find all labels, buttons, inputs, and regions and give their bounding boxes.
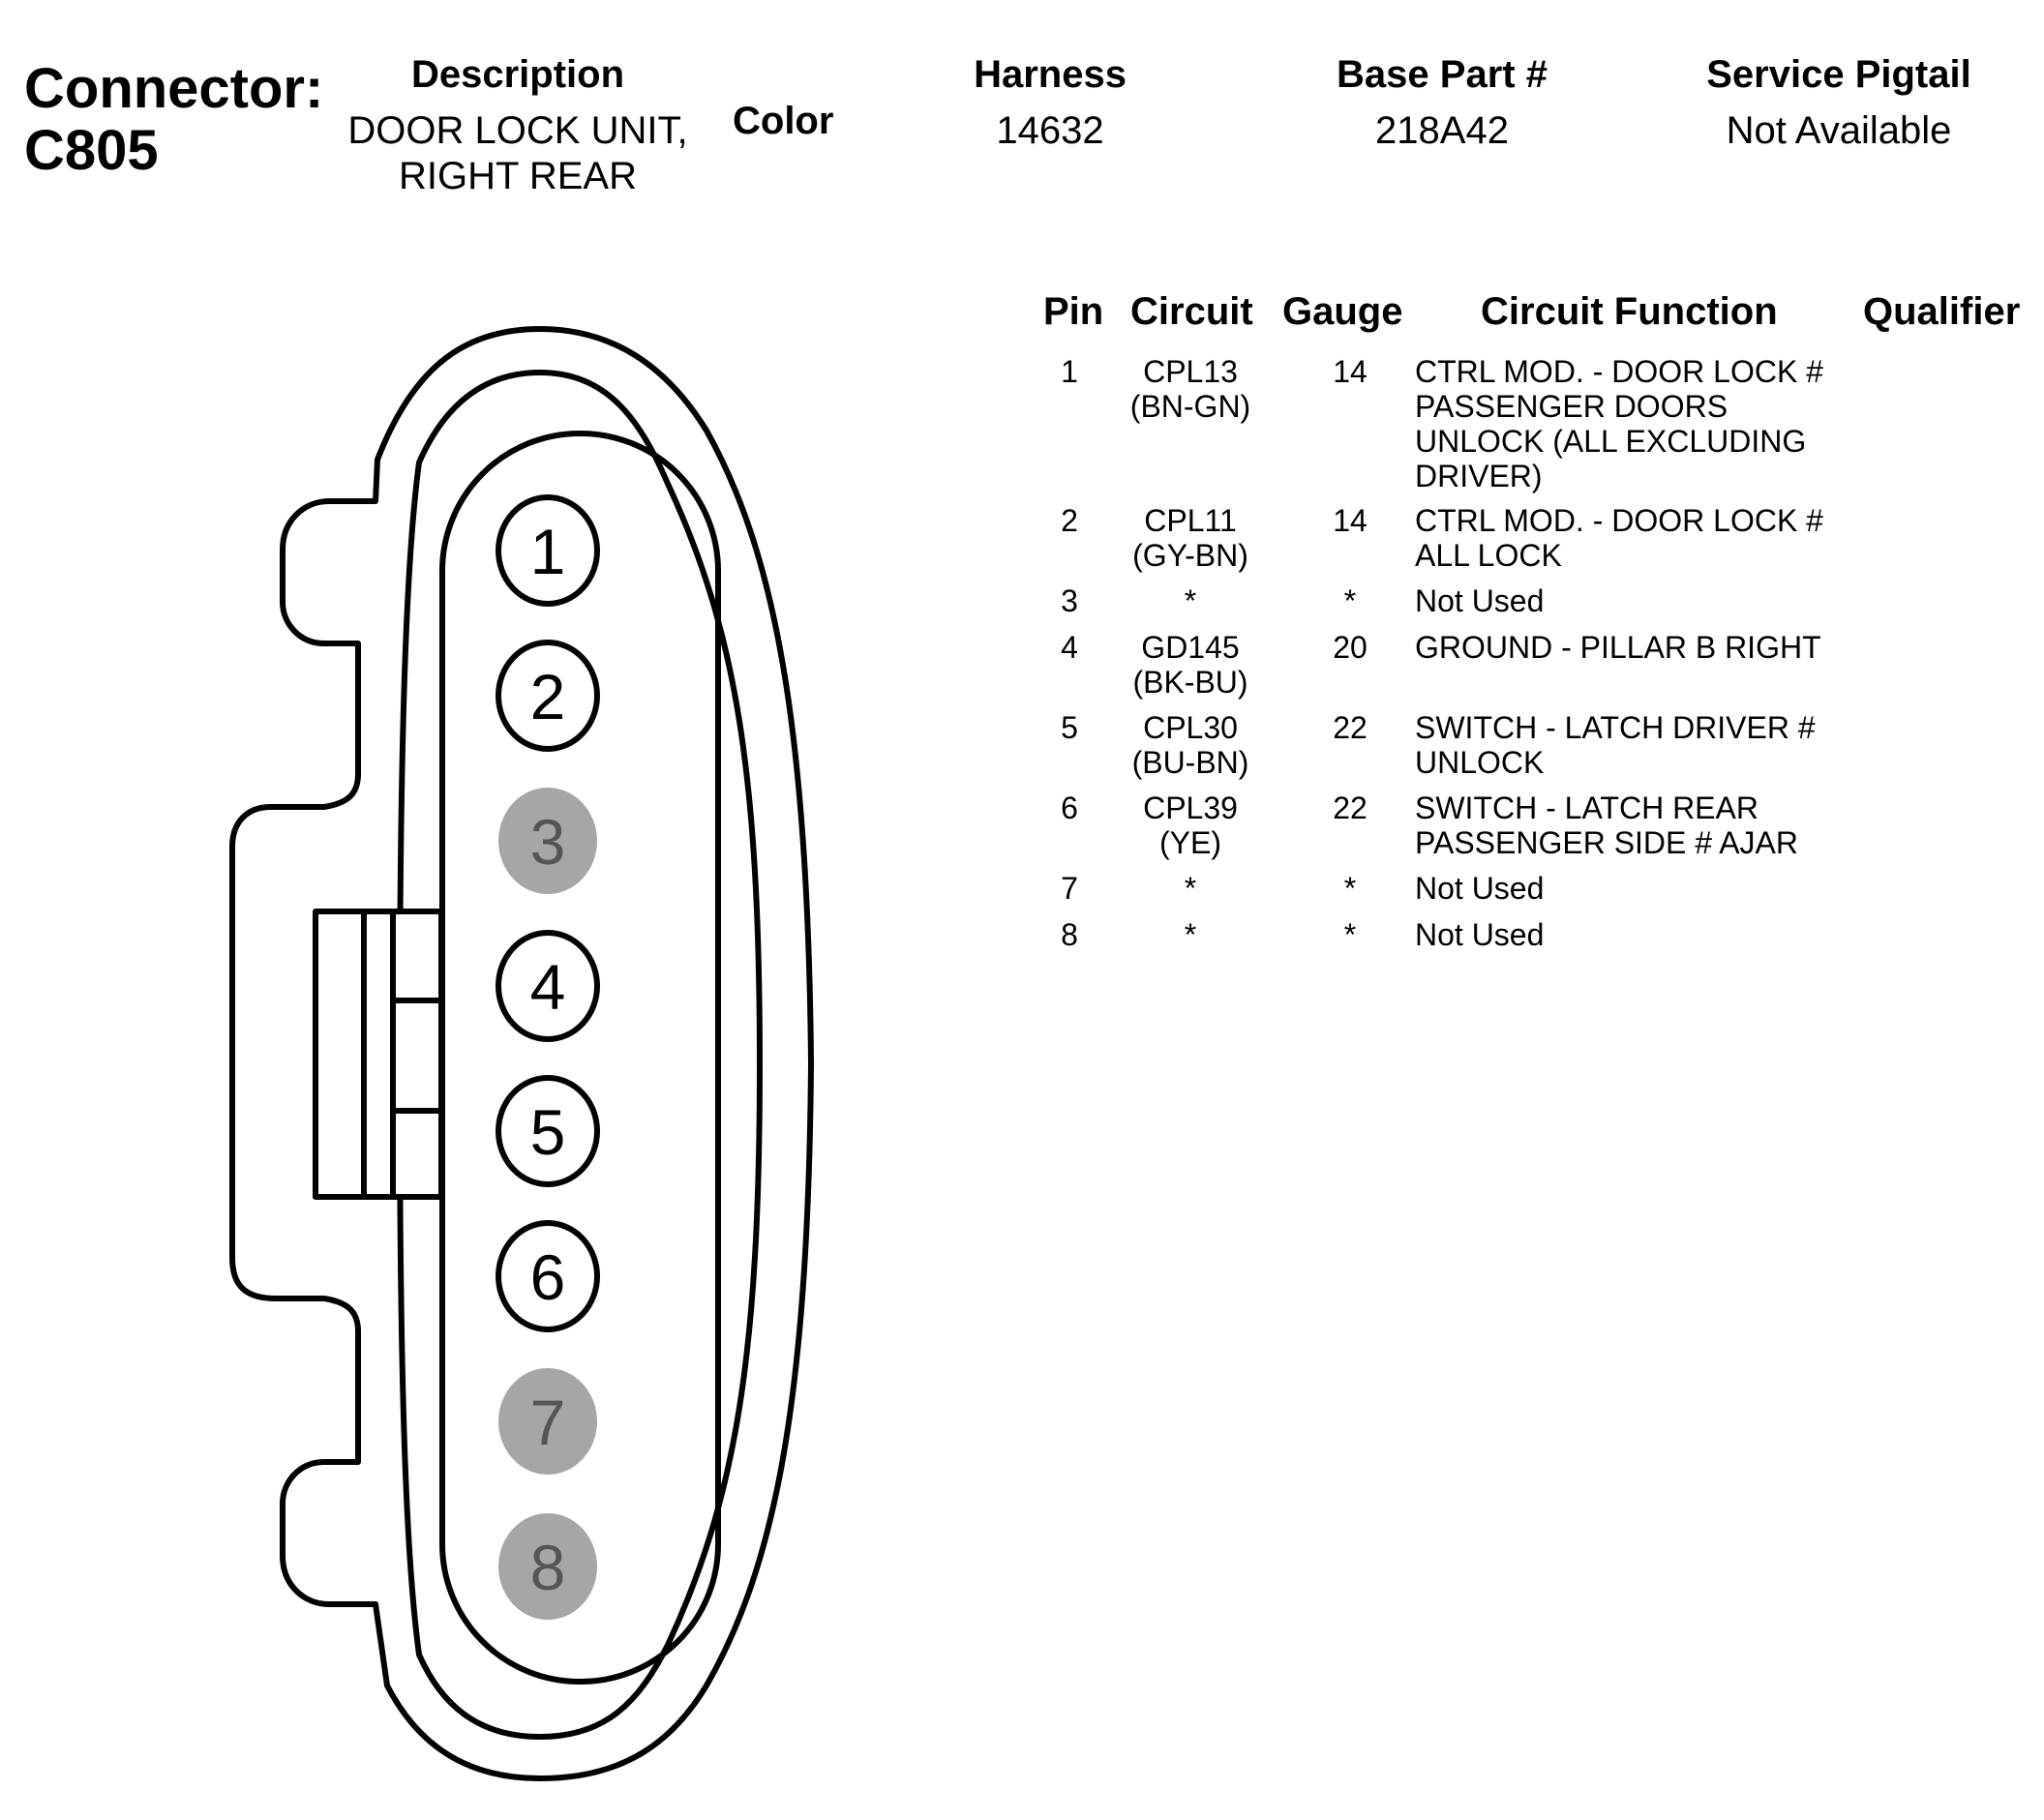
circuit-cell: CPL39 (YE) [1143,791,1238,860]
pin-2: 2 [496,640,600,752]
circuit-cell: * [1184,871,1197,906]
gauge-cell: 20 [1333,630,1368,665]
pin-circle [496,930,600,1042]
unused-pin-circle [498,1513,597,1620]
pin-circle [496,1220,600,1332]
pin-number-label: 4 [530,951,566,1023]
function-cell: SWITCH - LATCH DRIVER # UNLOCK [1415,710,1816,780]
pin-1: 1 [496,494,600,607]
connector-inner-contour [397,370,763,1740]
color-label: Color [733,100,834,142]
pin-number-label: 6 [530,1241,566,1313]
connector-label: Connector: [24,57,324,120]
gauge-cell: 22 [1333,710,1368,745]
pin-5: 5 [496,1075,600,1187]
connector-face-diagram: 1 2 3 4 5 6 7 8 [229,326,814,1781]
pin-cell: 2 [1061,503,1078,538]
function-cell: CTRL MOD. - DOOR LOCK # ALL LOCK [1415,503,1823,573]
function-cell: Not Used [1415,583,1545,618]
description-label: Description [410,53,625,96]
pin-cell: 1 [1061,354,1078,389]
pin-circle [496,494,600,607]
pin-3: 3 [498,788,597,894]
column-header-qualifier: Qualifier [1863,290,2021,333]
service-pigtail-label: Service Pigtail [1706,53,1971,96]
harness-value: 14632 [996,109,1104,152]
circuit-cell: * [1184,917,1197,952]
circuit-cell: CPL11 (GY-BN) [1132,503,1248,573]
circuit-cell: CPL30 (BU-BN) [1131,710,1249,780]
function-cell: SWITCH - LATCH REAR PASSENGER SIDE # AJA… [1415,791,1798,860]
gauge-cell: * [1343,917,1357,952]
gauge-cell: * [1343,871,1357,906]
pin-cell: 6 [1061,791,1078,825]
pin-circle [496,1075,600,1187]
gauge-cell: 14 [1333,503,1368,538]
description-value-line1: DOOR LOCK UNIT, [347,109,688,152]
pin-cell: 5 [1061,710,1078,745]
circuit-cell: CPL13 (BN-GN) [1129,354,1251,424]
column-header-pin: Pin [1043,290,1104,333]
pin-cell: 8 [1061,917,1078,952]
pin-cell: 7 [1061,871,1078,906]
column-header-gauge: Gauge [1282,290,1403,333]
pin-number-label: 7 [530,1387,566,1458]
pin-circle [496,640,600,752]
function-cell: Not Used [1415,871,1545,906]
pin-4: 4 [496,930,600,1042]
pin-number-label: 8 [530,1532,566,1603]
column-header-circuit-function: Circuit Function [1481,290,1778,333]
gauge-cell: 14 [1333,354,1368,389]
function-cell: Not Used [1415,917,1545,952]
base-part-value: 218A42 [1375,109,1509,152]
unused-pin-circle [498,788,597,894]
pin-number-label: 2 [530,661,566,732]
pin-cell: 3 [1061,583,1078,618]
service-pigtail-value: Not Available [1726,109,1952,152]
gauge-cell: 22 [1333,791,1368,825]
pin-6: 6 [496,1220,600,1332]
connector-id: C805 [24,119,159,182]
pin-number-label: 5 [530,1096,566,1168]
keying-block [313,909,444,1200]
pin-number-label: 1 [530,516,566,587]
circuit-cell: * [1184,583,1197,618]
pin-number-label: 3 [530,806,566,878]
harness-label: Harness [974,53,1127,96]
column-header-circuit: Circuit [1130,290,1253,333]
base-part-label: Base Part # [1337,53,1548,96]
circuit-cell: GD145 (BK-BU) [1132,630,1248,700]
gauge-cell: * [1343,583,1357,618]
function-cell: CTRL MOD. - DOOR LOCK # PASSENGER DOORS … [1415,354,1823,493]
function-cell: GROUND - PILLAR B RIGHT [1415,630,1821,665]
connector-outer-shell [229,326,814,1781]
unused-pin-circle [498,1368,597,1475]
pin-7: 7 [498,1368,597,1475]
description-value-line2: RIGHT REAR [399,155,637,197]
pin-cavity [439,431,721,1685]
pin-8: 8 [498,1513,597,1620]
pin-cell: 4 [1061,630,1078,665]
